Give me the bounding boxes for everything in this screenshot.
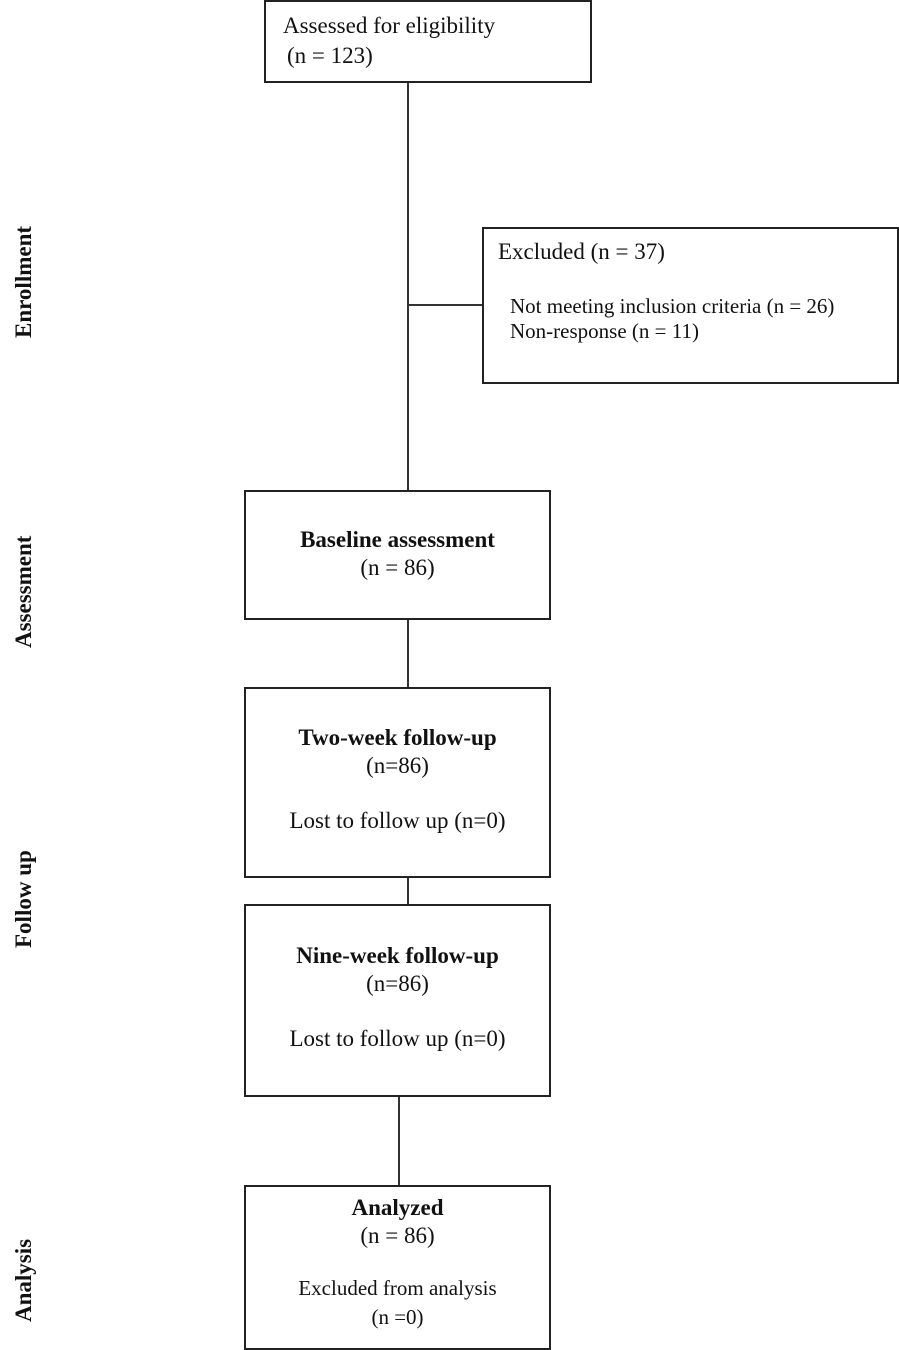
nine-week-title: Nine-week follow-up: [296, 943, 499, 968]
connector-to-excluded: [408, 304, 484, 306]
analyzed-title: Analyzed: [351, 1195, 444, 1220]
analyzed-excluded-label: Excluded from analysis: [298, 1276, 497, 1300]
baseline-title: Baseline assessment: [300, 527, 495, 552]
eligibility-title: Assessed for eligibility: [283, 13, 496, 38]
two-week-box: Two-week follow-up (n=86) Lost to follow…: [244, 687, 551, 878]
connector-two-week-to-nine-week: [407, 877, 409, 905]
phase-label-assessment: Assessment: [11, 535, 36, 648]
analyzed-excluded-count: (n =0): [371, 1305, 424, 1329]
excluded-title: Excluded (n = 37): [498, 239, 665, 264]
eligibility-count: (n = 123): [287, 43, 373, 68]
connector-eligibility-to-baseline: [407, 82, 409, 491]
connector-baseline-to-two-week: [407, 619, 409, 688]
phase-label-analysis: Analysis: [11, 1238, 36, 1322]
eligibility-box: Assessed for eligibility (n = 123): [264, 0, 592, 83]
analyzed-count: (n = 86): [360, 1223, 435, 1248]
phase-label-follow-up: Follow up: [11, 850, 36, 948]
two-week-title: Two-week follow-up: [298, 725, 497, 750]
phase-label-enrollment: Enrollment: [11, 225, 36, 338]
nine-week-count: (n=86): [366, 971, 429, 996]
excluded-reason-non-response: Non-response (n = 11): [510, 319, 699, 343]
connector-nine-week-to-analyzed: [398, 1096, 400, 1186]
nine-week-lost: Lost to follow up (n=0): [289, 1026, 506, 1051]
baseline-count: (n = 86): [360, 555, 435, 580]
excluded-box: Excluded (n = 37) Not meeting inclusion …: [482, 227, 899, 384]
two-week-count: (n=86): [366, 753, 429, 778]
nine-week-box: Nine-week follow-up (n=86) Lost to follo…: [244, 904, 551, 1097]
two-week-lost: Lost to follow up (n=0): [289, 808, 506, 833]
excluded-reason-inclusion: Not meeting inclusion criteria (n = 26): [510, 294, 835, 318]
baseline-box: Baseline assessment (n = 86): [244, 490, 551, 620]
analyzed-box: Analyzed (n = 86) Excluded from analysis…: [244, 1185, 551, 1350]
